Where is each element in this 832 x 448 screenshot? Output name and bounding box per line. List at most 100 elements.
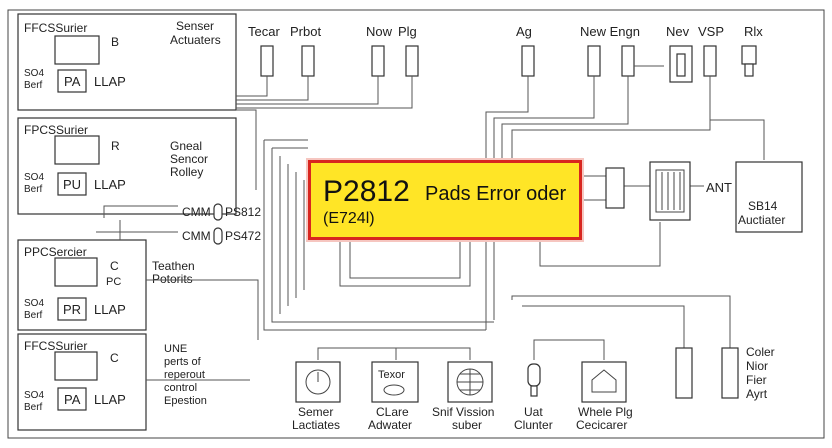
sensor-tecar-icon [260, 45, 274, 77]
sensor-ag-icon [521, 45, 535, 77]
top-sensors [260, 45, 757, 83]
center-connector [605, 161, 691, 221]
cmm-2-code: PS472 [225, 229, 261, 243]
label-sb14: SB14 [748, 199, 778, 213]
module-1-left: SO4 [24, 68, 44, 79]
module-4-mode: LLAP [94, 392, 126, 407]
module-2-letter: R [111, 139, 120, 153]
module-4-code: PA [64, 392, 81, 407]
cmm-2-connector-icon [213, 227, 223, 245]
label-nior: Nior [746, 359, 768, 373]
module-4: FFCSSurier C SO4 Berf PA LLAP [17, 333, 147, 431]
module-4-left2: Berf [24, 402, 43, 413]
module-2-title: FPCSSurier [24, 123, 88, 137]
bottom-label-lactiates: Lactiates [292, 418, 340, 432]
sensor-engn-b-icon [621, 45, 635, 77]
label-epestion: Epestion [164, 395, 207, 407]
top-label-prbot: Prbot [290, 24, 321, 39]
label-gneal: Gneal [170, 139, 202, 153]
module-3-code: PR [63, 302, 81, 317]
module-3-left: SO4 [24, 298, 44, 309]
link-icon [383, 384, 405, 396]
label-fier: Fier [746, 373, 767, 387]
center-plug-icon [605, 167, 625, 209]
top-label-nev: Nev [666, 24, 690, 39]
top-label-plg: Plg [398, 24, 417, 39]
sensor-prbot-icon [301, 45, 315, 77]
module-1-left2: Berf [24, 80, 43, 91]
label-senser: Senser [176, 19, 214, 33]
module-2: FPCSSurier R SO4 Berf PU LLAP [17, 117, 237, 215]
module-1-code: PA [64, 74, 81, 89]
label-auctiater: Auctiater [738, 213, 785, 227]
label-texor: Texor [378, 369, 405, 381]
top-label-now: Now [366, 24, 393, 39]
sensor-vsp-icon [703, 45, 717, 77]
bulb-icon [527, 363, 541, 387]
coler-sensor-b-icon [721, 347, 739, 399]
module-2-mode: LLAP [94, 177, 126, 192]
module-1: FFCSSurier B SO4 Berf PA LLAP [17, 13, 237, 111]
module-4-letter: C [110, 351, 119, 365]
label-sencor: Sencor [170, 152, 208, 166]
error-code: P2812 [323, 175, 410, 208]
bottom-component-3 [447, 361, 493, 403]
error-subcode: (E724l) [323, 210, 375, 227]
bottom-label-clunter: Clunter [514, 418, 553, 432]
cmm-1-label: CMM [182, 205, 211, 219]
coler-sensor-a-icon [675, 347, 693, 399]
house-icon [591, 369, 617, 393]
module-2-left2: Berf [24, 184, 43, 195]
module-3-mode: LLAP [94, 302, 126, 317]
label-perts-of: perts of [164, 356, 202, 368]
bottom-component-2: Texor [371, 361, 419, 403]
bottom-label-cecicarer: Cecicarer [576, 418, 627, 432]
label-une: UNE [164, 343, 187, 355]
ecm-module-icon [649, 161, 691, 221]
label-ant: ANT [706, 180, 732, 195]
label-ayrt: Ayrt [746, 387, 768, 401]
module-4-title: FFCSSurier [24, 339, 87, 353]
label-reperout: reperout [164, 369, 205, 381]
label-control: control [164, 382, 197, 394]
bottom-label-suber: suber [452, 418, 482, 432]
module-1-title: FFCSSurier [24, 21, 87, 35]
module-4-left: SO4 [24, 390, 44, 401]
wiring [146, 65, 765, 381]
sensor-plg-icon [405, 45, 419, 77]
bottom-label-adwater: Adwater [368, 418, 412, 432]
module-2-left: SO4 [24, 172, 44, 183]
top-label-rlx: Rlx [744, 24, 763, 39]
module-3: PPCSercier C PC SO4 Berf PR LLAP [17, 239, 147, 331]
bottom-label-semer: Semer [298, 405, 333, 419]
module-3-letter: C [110, 259, 119, 273]
label-teathen: Teathen [152, 259, 195, 273]
sensor-engn-a-icon [587, 45, 601, 77]
module-3-left2: Berf [24, 310, 43, 321]
module-1-mode: LLAP [94, 74, 126, 89]
label-coler: Coler [746, 345, 775, 359]
label-rolley: Rolley [170, 165, 203, 179]
cmm-1-code: PS812 [225, 205, 261, 219]
module-3-title: PPCSercier [24, 245, 87, 259]
cmm-1-connector-icon [213, 203, 223, 221]
bottom-component-1 [295, 361, 341, 403]
bottom-label-uat: Uat [524, 405, 543, 419]
top-label-vsp: VSP [698, 24, 724, 39]
sb14-module [735, 161, 803, 233]
diagram-frame [7, 9, 825, 439]
cmm-2-label: CMM [182, 229, 211, 243]
top-label-ag: Ag [516, 24, 532, 39]
label-actuaters: Actuaters [170, 33, 221, 47]
sensor-rlx-icon [741, 45, 757, 65]
bottom-label-snif-vission: Snif Vission [432, 405, 494, 419]
error-message: Pads Error oder [425, 183, 567, 205]
module-1-letter: B [111, 35, 119, 49]
bottom-label-whele-plg: Whele Plg [578, 405, 633, 419]
bottom-component-4 [527, 363, 541, 397]
module-3-letter2: PC [106, 276, 121, 288]
bottom-component-5 [581, 361, 627, 403]
label-potorits: Potorits [152, 272, 193, 286]
module-2-code: PU [63, 177, 81, 192]
